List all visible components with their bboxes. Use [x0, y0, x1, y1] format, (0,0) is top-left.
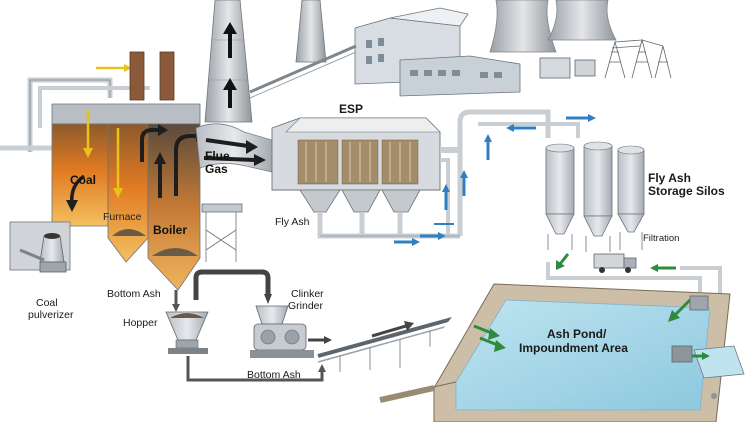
- furnace-icon: [51, 51, 206, 291]
- support-structure: [201, 203, 243, 262]
- coal-pulverizer-icon: [9, 221, 71, 273]
- fly-ash-piping: [317, 109, 580, 239]
- coal-label: Coal: [70, 173, 97, 187]
- blue-flow-arrows: [394, 114, 596, 246]
- coal-feed-pipes: [0, 64, 150, 152]
- flue-gas-label-line1: Flue: [205, 149, 230, 163]
- fly-ash-label: Fly Ash: [275, 216, 310, 228]
- clinker-grinder-label-line2: Grinder: [288, 300, 324, 312]
- boiler-label: Boiler: [153, 223, 188, 237]
- hopper-icon: [165, 311, 209, 354]
- truck-icon: [593, 253, 637, 273]
- ash-pond-label-line1: Ash Pond/: [547, 327, 607, 341]
- cooling-tower-icon: [489, 0, 617, 53]
- secondary-stack-icon: [295, 0, 327, 63]
- ash-pond-label-line2: Impoundment Area: [519, 341, 628, 355]
- clinker-grinder-icon: [250, 305, 332, 358]
- stack-icon: [204, 0, 253, 123]
- bottom-ash-bottom-label: Bottom Ash: [247, 369, 301, 381]
- bottom-ash-top-label: Bottom Ash: [107, 288, 161, 300]
- fly-ash-silos-label-line2: Storage Silos: [648, 184, 725, 198]
- silo-icon: [545, 141, 645, 252]
- coal-pulverizer-label-line2: pulverizer: [28, 309, 74, 321]
- power-plant-building-icon: [249, 7, 521, 99]
- pump-icon: [671, 295, 745, 399]
- green-flow-arrows: [556, 253, 676, 272]
- filtration-label: Filtration: [643, 233, 680, 244]
- transmission-tower-icon: [539, 38, 672, 79]
- bottom-ash-pipe: [172, 269, 326, 382]
- fly-ash-silos-label-line1: Fly Ash: [648, 171, 691, 185]
- clinker-grinder-label-line1: Clinker: [291, 288, 324, 300]
- coal-pulverizer-label-line1: Coal: [36, 297, 58, 309]
- esp-icon: [271, 117, 460, 213]
- flue-gas-label-line2: Gas: [205, 162, 228, 176]
- esp-label: ESP: [339, 102, 364, 116]
- ash-pond-icon: [379, 283, 750, 422]
- furnace-label: Furnace: [103, 211, 142, 223]
- hopper-label: Hopper: [123, 317, 158, 329]
